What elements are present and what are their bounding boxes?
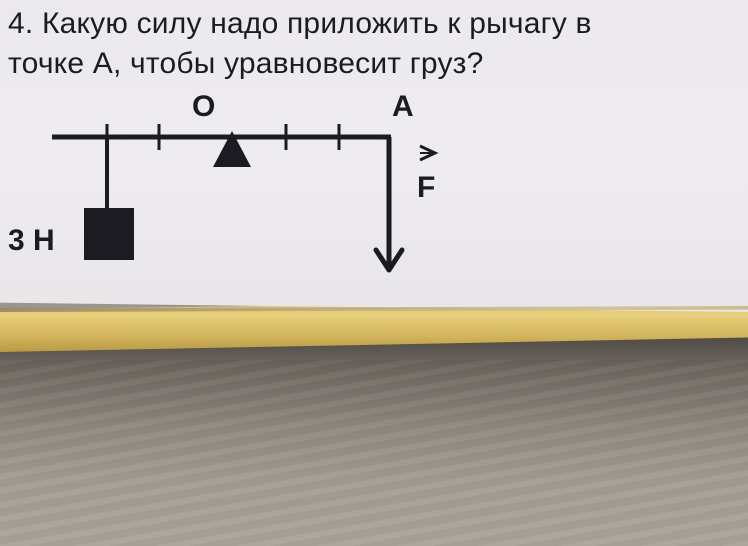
- table-surface: [0, 330, 748, 546]
- weight-label: 3 Н: [8, 224, 55, 257]
- point-label: А: [392, 90, 414, 123]
- wood-grain: [0, 360, 748, 546]
- page-edge-shadow: [0, 306, 748, 312]
- question-line-1: 4. Какую силу надо приложить к рычагу в: [8, 7, 592, 40]
- lever-diagram: О А F 3 Н: [8, 90, 439, 273]
- vector-arrow-icon: [419, 144, 439, 162]
- pivot-label: О: [192, 90, 215, 123]
- force-label: F: [417, 171, 435, 204]
- question-line-2: точке А, чтобы уравновесит груз?: [8, 47, 484, 80]
- weight-block: [84, 208, 134, 260]
- pivot-triangle: [213, 131, 251, 167]
- force-arrowhead: [373, 247, 405, 273]
- question-text: 4. Какую силу надо приложить к рычагу в …: [8, 4, 743, 84]
